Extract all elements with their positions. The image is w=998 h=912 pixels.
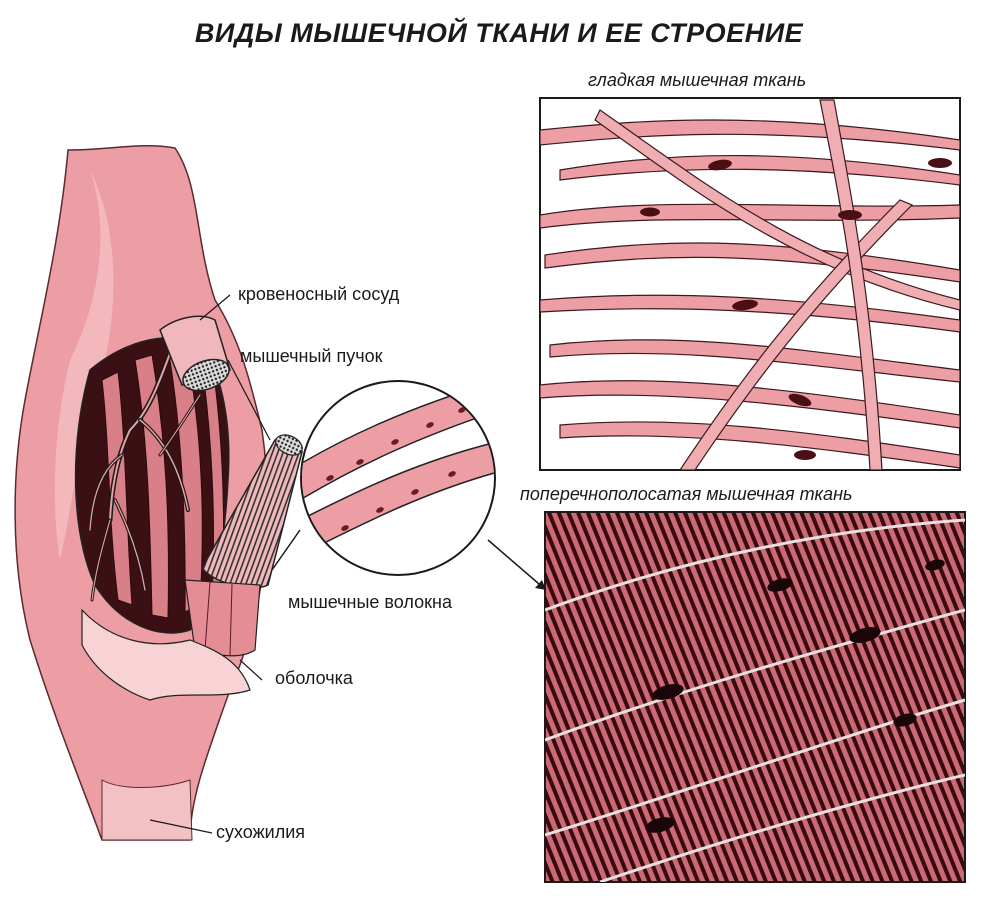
diagram-title: ВИДЫ МЫШЕЧНОЙ ТКАНИ И ЕЕ СТРОЕНИЕ [194, 18, 804, 48]
leader-lines [149, 294, 271, 834]
label-sheath: оболочка [275, 668, 353, 688]
striated-nuclei [645, 559, 945, 833]
smooth-nuclei [640, 158, 952, 460]
smooth-panel-title: гладкая мышечная ткань [588, 70, 807, 90]
fiber-nuclei [326, 407, 466, 531]
label-blood-vessel: кровеносный сосуд [238, 284, 400, 304]
striated-panel-title: поперечнополосатая мышечная ткань [520, 484, 853, 504]
magnifier-arrow [487, 539, 547, 591]
striated-muscle-panel [544, 511, 966, 883]
magnifier-connector [271, 529, 301, 571]
tendon-shape [101, 779, 193, 841]
muscle-highlight [54, 170, 114, 560]
muscle-illustration [14, 145, 303, 841]
smooth-muscle-panel [539, 97, 961, 471]
striated-panel-frame [544, 511, 966, 883]
sheath-shape [81, 608, 251, 701]
label-tendon: сухожилия [216, 822, 306, 842]
fiber-magnifier [271, 380, 547, 591]
muscle-bundle-cut-end [275, 434, 303, 456]
blood-vessel-branches [88, 345, 202, 602]
blood-vessel-cut-end [182, 358, 230, 392]
label-muscle-fibers: мышечные волокна [288, 592, 452, 612]
label-muscle-bundle: мышечный пучок [240, 346, 383, 366]
